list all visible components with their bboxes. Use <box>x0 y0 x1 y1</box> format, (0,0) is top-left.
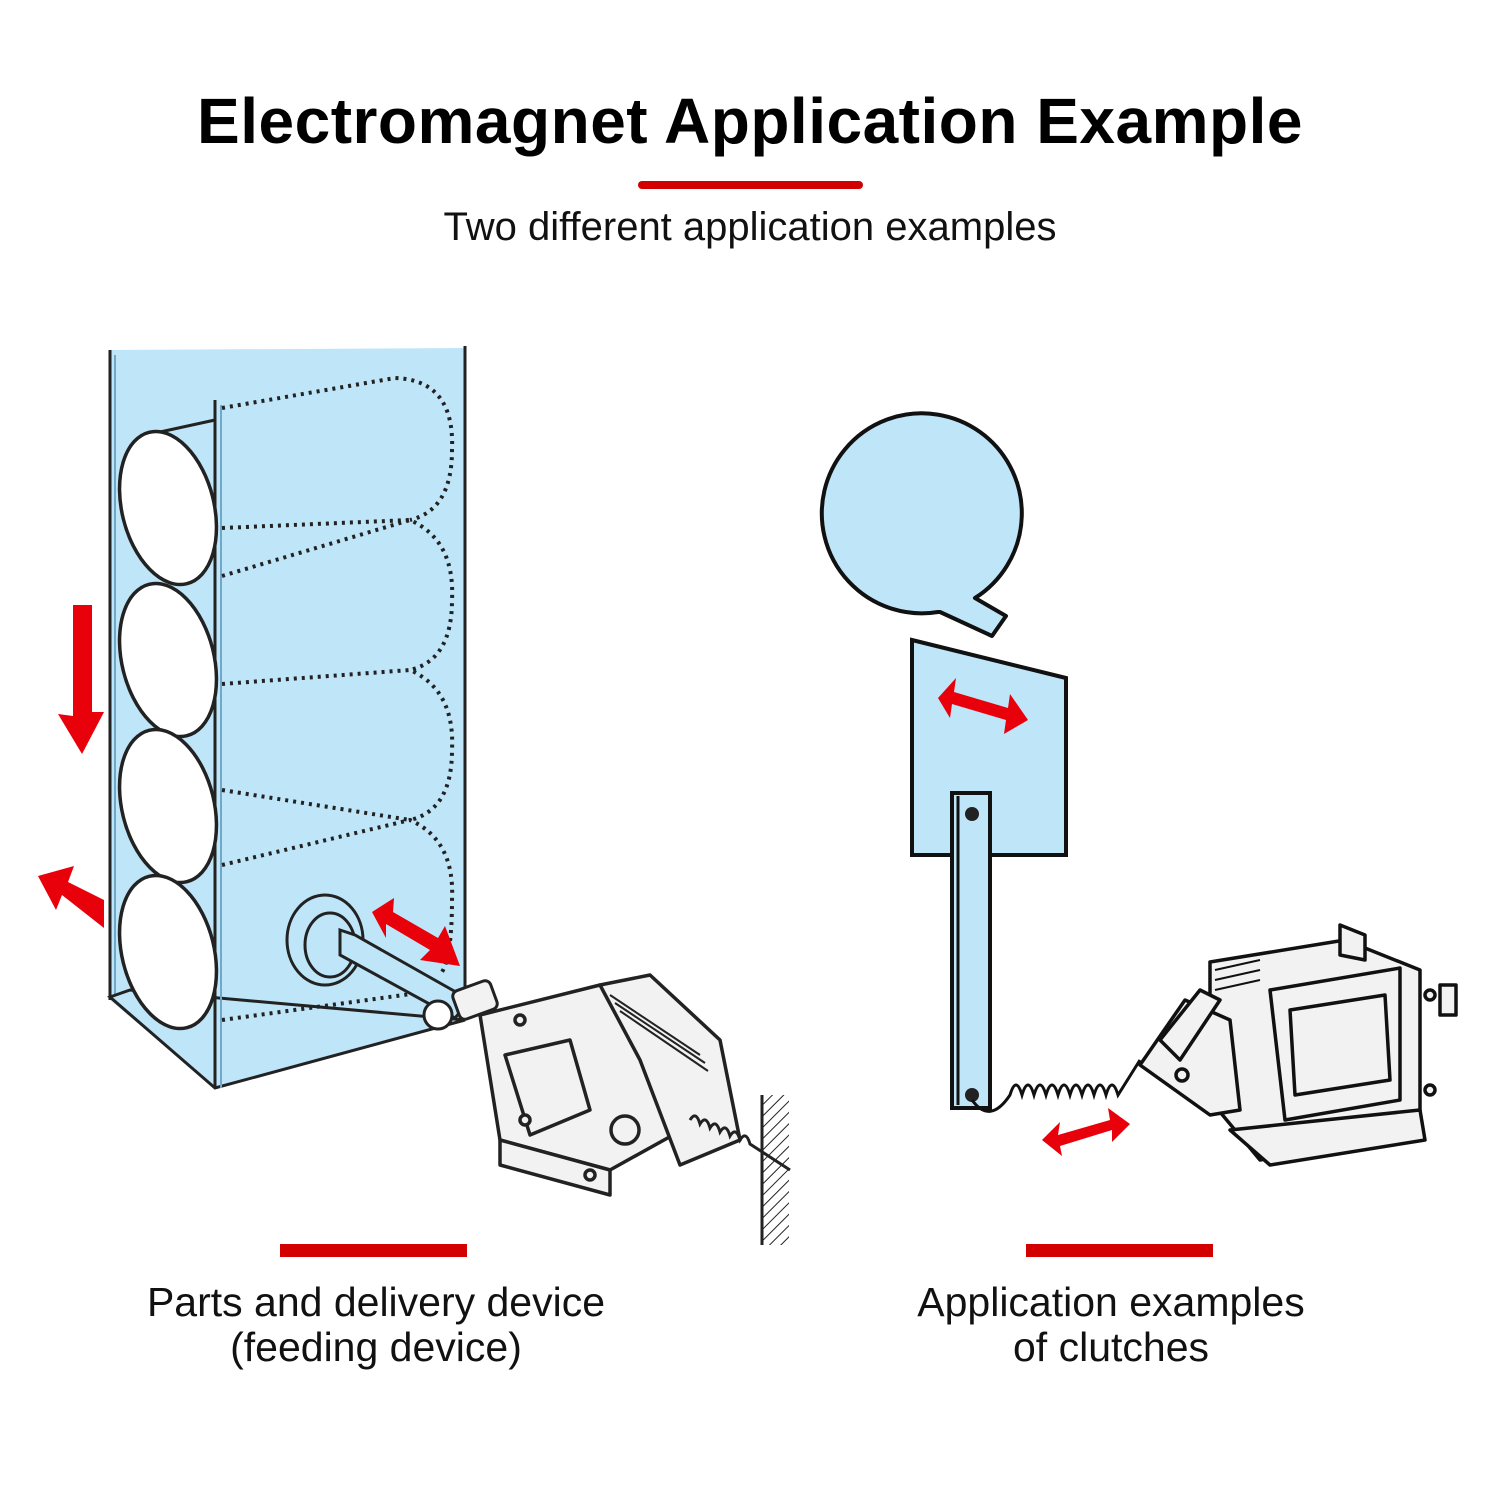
spring-icon <box>688 1114 791 1172</box>
caption-bar-right <box>1026 1244 1213 1257</box>
feeding-device-diagram <box>38 346 791 1245</box>
caption-clutch: Application examples of clutches <box>811 1280 1411 1370</box>
double-arrow-icon <box>372 898 460 966</box>
solenoid-icon <box>478 973 742 1197</box>
lever-arm-icon <box>950 791 992 1110</box>
caption-line: Parts and delivery device <box>146 1279 606 1325</box>
cylinder-part-2 <box>117 581 219 739</box>
cam-wheel-icon <box>819 411 1024 638</box>
cylinder-part-1 <box>117 429 219 587</box>
double-arrow-icon <box>938 678 1028 734</box>
rod-coupling <box>451 979 499 1021</box>
arrow-up-left-icon <box>38 866 104 928</box>
spring-icon <box>970 1059 1142 1113</box>
caption-line: of clutches <box>1013 1324 1209 1370</box>
caption-line: (feeding device) <box>230 1324 522 1370</box>
double-arrow-icon <box>1042 1108 1130 1156</box>
page-title: Electromagnet Application Example <box>197 85 1303 157</box>
arrow-down-icon <box>58 605 104 754</box>
plunger-rod <box>285 893 473 1031</box>
page-subtitle: Two different application examples <box>443 205 1057 249</box>
hidden-cylinder-outlines <box>221 375 455 1022</box>
wall-hatch-icon <box>760 1095 789 1245</box>
caption-bar-left <box>280 1244 467 1257</box>
caption-feeding-device: Parts and delivery device (feeding devic… <box>76 1280 676 1370</box>
clutch-diagram <box>819 411 1458 1167</box>
cylinder-parts <box>117 418 219 1031</box>
cylinder-part-3 <box>117 727 219 885</box>
cylinder-part-4 <box>117 873 219 1031</box>
title-underline <box>638 181 863 189</box>
caption-line: Application examples <box>917 1279 1305 1325</box>
solenoid-icon <box>1138 923 1458 1167</box>
